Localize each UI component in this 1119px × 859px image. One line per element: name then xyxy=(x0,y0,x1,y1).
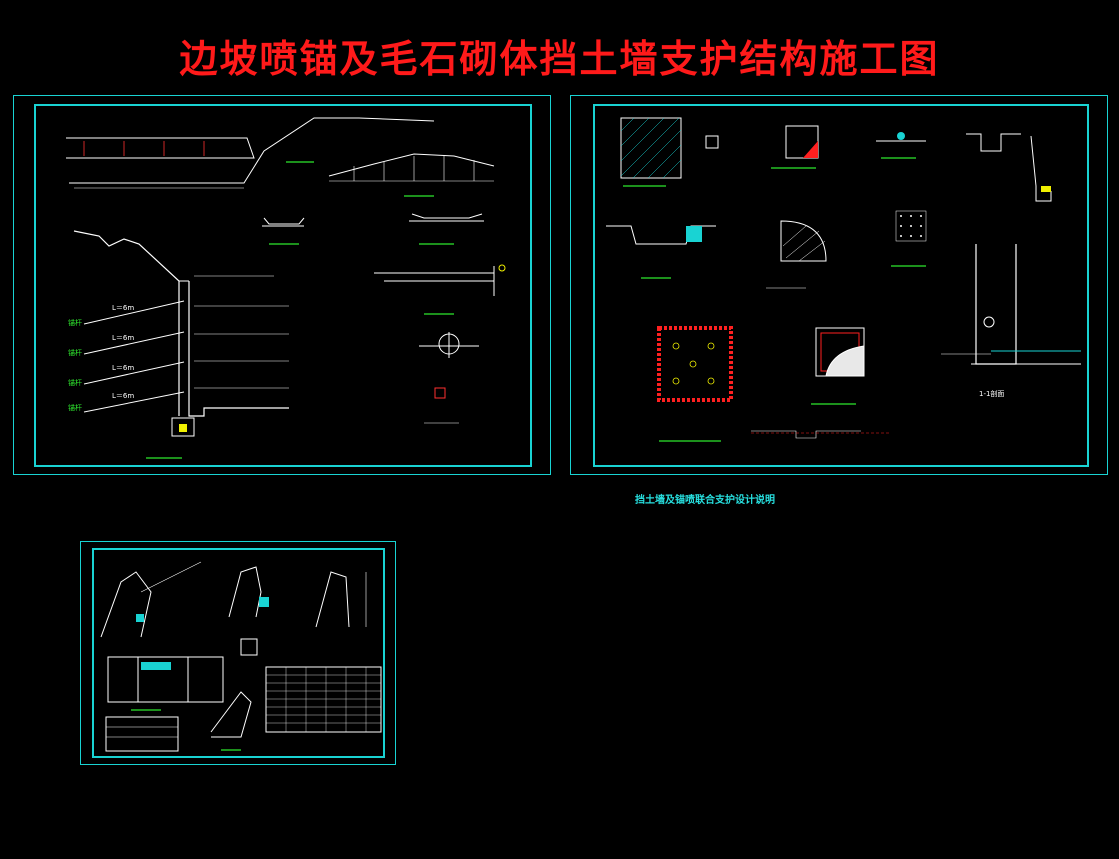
sheet-inner-frame-right xyxy=(593,104,1089,467)
retaining-wall-detail-drawing: 1-1剖面 xyxy=(606,117,1081,442)
sheet-inner-frame-left xyxy=(34,104,532,467)
sheet-inner-frame-small xyxy=(92,548,385,758)
design-note-caption: 挡土墙及锚喷联合支护设计说明 xyxy=(635,495,775,506)
anchor-label: 锚杆 xyxy=(68,378,82,387)
drawing-sheet-small xyxy=(80,541,396,765)
slope-anchor-drawing: 锚杆 锚杆 锚杆 锚杆 L＝6m L＝6m L＝6m L＝6m xyxy=(66,117,506,459)
anchor-length-2: L＝6m xyxy=(112,334,134,342)
anchor-length-4: L＝6m xyxy=(112,392,134,400)
anchor-label: 锚杆 xyxy=(68,318,82,327)
page-title: 边坡喷锚及毛石砌体挡土墙支护结构施工图 xyxy=(179,36,940,81)
anchor-length-3: L＝6m xyxy=(112,364,134,372)
anchor-label: 锚杆 xyxy=(68,348,82,357)
anchor-label: 锚杆 xyxy=(68,403,82,412)
drawing-sheet-left: 锚杆 锚杆 锚杆 锚杆 L＝6m L＝6m L＝6m L＝6m xyxy=(13,95,551,475)
drawing-sheet-right: 1-1剖面 xyxy=(570,95,1108,475)
retaining-wall-overview-drawing xyxy=(100,561,382,752)
section-label-right: 1-1剖面 xyxy=(979,389,1004,398)
anchor-length-1: L＝6m xyxy=(112,304,134,312)
